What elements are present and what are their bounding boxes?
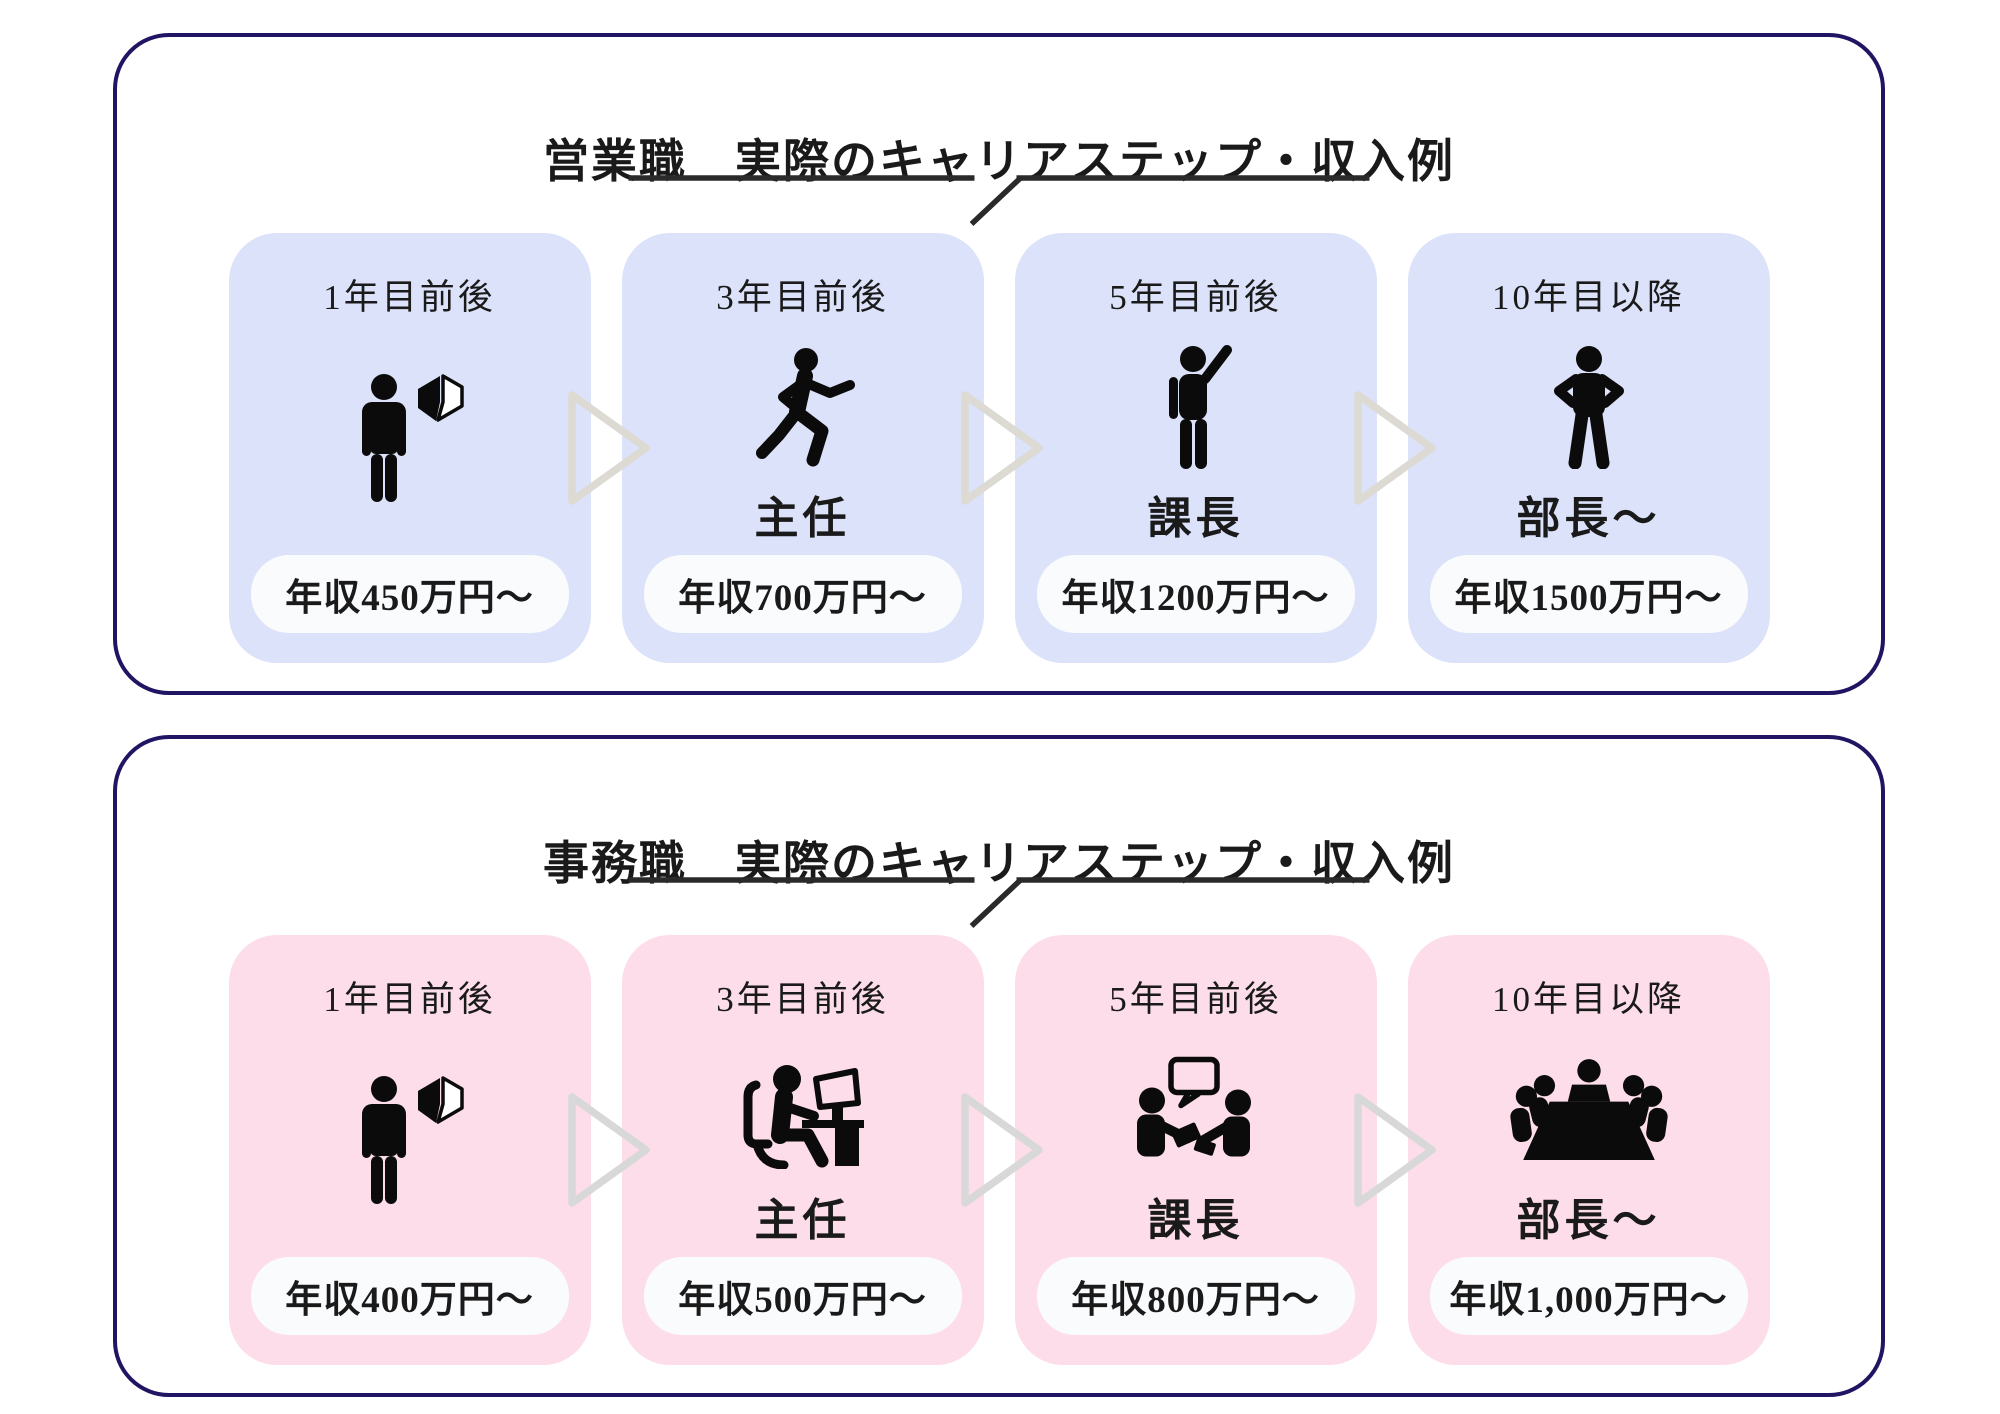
- income-pill: 年収1,000万円〜: [1429, 1257, 1748, 1335]
- step-role-label: 主任: [754, 1195, 851, 1245]
- desk-worker-icon: [738, 1049, 868, 1169]
- income-pill: 年収500万円〜: [643, 1257, 962, 1335]
- income-pill: 年収1200万円〜: [1036, 555, 1355, 633]
- step-role-label: 主任: [754, 493, 851, 543]
- step-role-label: 部長〜: [1516, 1195, 1661, 1245]
- step-year-label: 1年目前後: [323, 278, 496, 317]
- career-step-card: 3年目前後 主任 年収500万円〜: [621, 935, 984, 1365]
- career-step-card: 1年目前後 年収400万円〜: [228, 935, 591, 1365]
- step-year-label: 1年目前後: [323, 980, 496, 1019]
- income-pill: 年収800万円〜: [1036, 1257, 1355, 1335]
- office-steps-row: 1年目前後 年収400万円〜 3年目前後 主任 年収500万円〜: [117, 935, 1881, 1365]
- sales-steps-row: 1年目前後 年収450万円〜 3年目前後 主任 年収700万円〜: [117, 233, 1881, 663]
- step-arrow-icon: [566, 1091, 652, 1209]
- income-value: 年収1200万円〜: [1061, 578, 1330, 619]
- income-value: 年収450万円〜: [285, 578, 534, 619]
- career-step-card: 3年目前後 主任 年収700万円〜: [621, 233, 984, 663]
- income-pill: 年収1500万円〜: [1429, 555, 1748, 633]
- step-year-label: 10年目以降: [1491, 980, 1685, 1019]
- income-pill: 年収700万円〜: [643, 555, 962, 633]
- step-role-label: 課長: [1147, 493, 1244, 543]
- step-year-label: 5年目前後: [1109, 980, 1282, 1019]
- sales-panel: 営業職 実際のキャリアステップ・収入例 1年目前後 年収450万円〜 3年目前後…: [113, 33, 1885, 695]
- title-underline-slash-icon: [627, 875, 1372, 929]
- career-step-card: 10年目以降 部長〜 年収1500万円〜: [1407, 233, 1770, 663]
- career-step-card: 5年目前後 課長 年収800万円〜: [1014, 935, 1377, 1365]
- income-value: 年収800万円〜: [1071, 1280, 1320, 1321]
- step-role-label: 課長: [1147, 1195, 1244, 1245]
- step-year-label: 10年目以降: [1491, 278, 1685, 317]
- meeting-table-icon: [1508, 1059, 1669, 1161]
- person-running-icon: [748, 346, 858, 468]
- income-value: 年収400万円〜: [285, 1280, 534, 1321]
- step-year-label: 3年目前後: [716, 278, 889, 317]
- career-step-card: 5年目前後 課長 年収1200万円〜: [1014, 233, 1377, 663]
- income-value: 年収500万円〜: [678, 1280, 927, 1321]
- person-hands-on-hips-icon: [1539, 345, 1639, 469]
- income-pill: 年収450万円〜: [250, 555, 569, 633]
- office-panel: 事務職 実際のキャリアステップ・収入例 1年目前後 年収400万円〜 3年目前後…: [113, 735, 1885, 1397]
- person-beginner-icon: [359, 1073, 464, 1206]
- step-year-label: 3年目前後: [716, 980, 889, 1019]
- income-value: 年収1,000万円〜: [1449, 1280, 1728, 1321]
- step-year-label: 5年目前後: [1109, 278, 1282, 317]
- step-arrow-icon: [959, 389, 1045, 507]
- step-arrow-icon: [1352, 389, 1438, 507]
- income-value: 年収700万円〜: [678, 578, 927, 619]
- step-arrow-icon: [1352, 1091, 1438, 1209]
- step-arrow-icon: [566, 389, 652, 507]
- person-raising-hand-icon: [1153, 343, 1239, 471]
- step-arrow-icon: [959, 1091, 1045, 1209]
- conversation-icon: [1131, 1053, 1261, 1165]
- step-role-label: 部長〜: [1516, 493, 1661, 543]
- career-step-card: 10年目以降 部長〜 年収1,000万円〜: [1407, 935, 1770, 1365]
- career-step-card: 1年目前後 年収450万円〜: [228, 233, 591, 663]
- income-pill: 年収400万円〜: [250, 1257, 569, 1335]
- person-beginner-icon: [359, 371, 464, 504]
- title-underline-slash-icon: [627, 173, 1372, 227]
- income-value: 年収1500万円〜: [1454, 578, 1723, 619]
